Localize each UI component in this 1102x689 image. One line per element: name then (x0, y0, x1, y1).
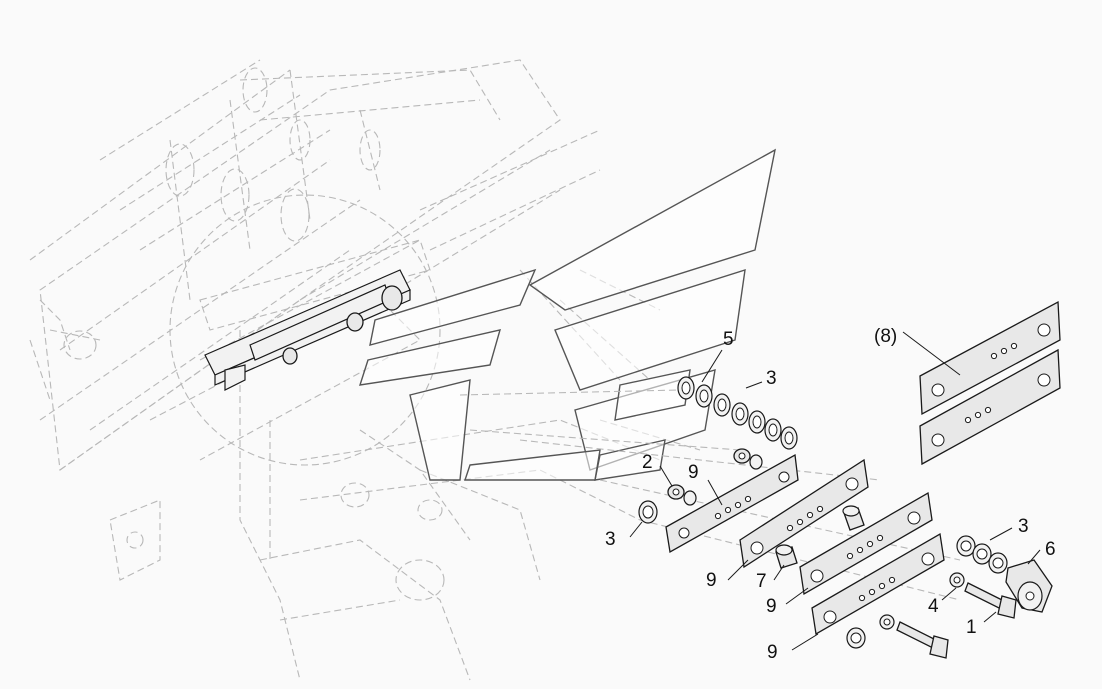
callout-6: 6 (1045, 539, 1056, 560)
right-hardware (949, 535, 1053, 619)
washer-left (638, 500, 658, 524)
leader-lines (629, 331, 1041, 651)
washer-stack (677, 376, 798, 450)
callout-7: 7 (756, 571, 767, 592)
plate-2 (739, 458, 869, 569)
callout-9-left: 9 (706, 570, 717, 591)
watermark-logo (358, 148, 776, 481)
callout-9-bottom: 9 (767, 642, 778, 663)
assembled-bracket (204, 269, 411, 391)
callout-3-left: 3 (605, 529, 616, 550)
callout-9-mid: 9 (766, 596, 777, 617)
plate-1 (665, 453, 799, 554)
nuts (667, 448, 763, 506)
callout-8: (8) (874, 326, 897, 347)
callout-9-top: 9 (688, 462, 699, 483)
plate-4 (811, 532, 945, 636)
bushings (775, 505, 865, 569)
callout-1: 1 (966, 617, 977, 638)
callout-3-top: 3 (766, 368, 777, 389)
plate-set-8 (919, 300, 1061, 466)
bottom-bolt (846, 614, 949, 659)
callout-labels: 5 3 2 3 9 9 7 9 9 (8) 3 6 4 1 (605, 326, 1056, 663)
detail-circle (169, 194, 441, 466)
callout-3-right: 3 (1018, 516, 1029, 537)
explosion-guides (459, 389, 961, 601)
callout-4: 4 (928, 596, 939, 617)
plate-3 (799, 491, 933, 596)
callout-2: 2 (642, 452, 653, 473)
callout-5: 5 (723, 329, 734, 350)
